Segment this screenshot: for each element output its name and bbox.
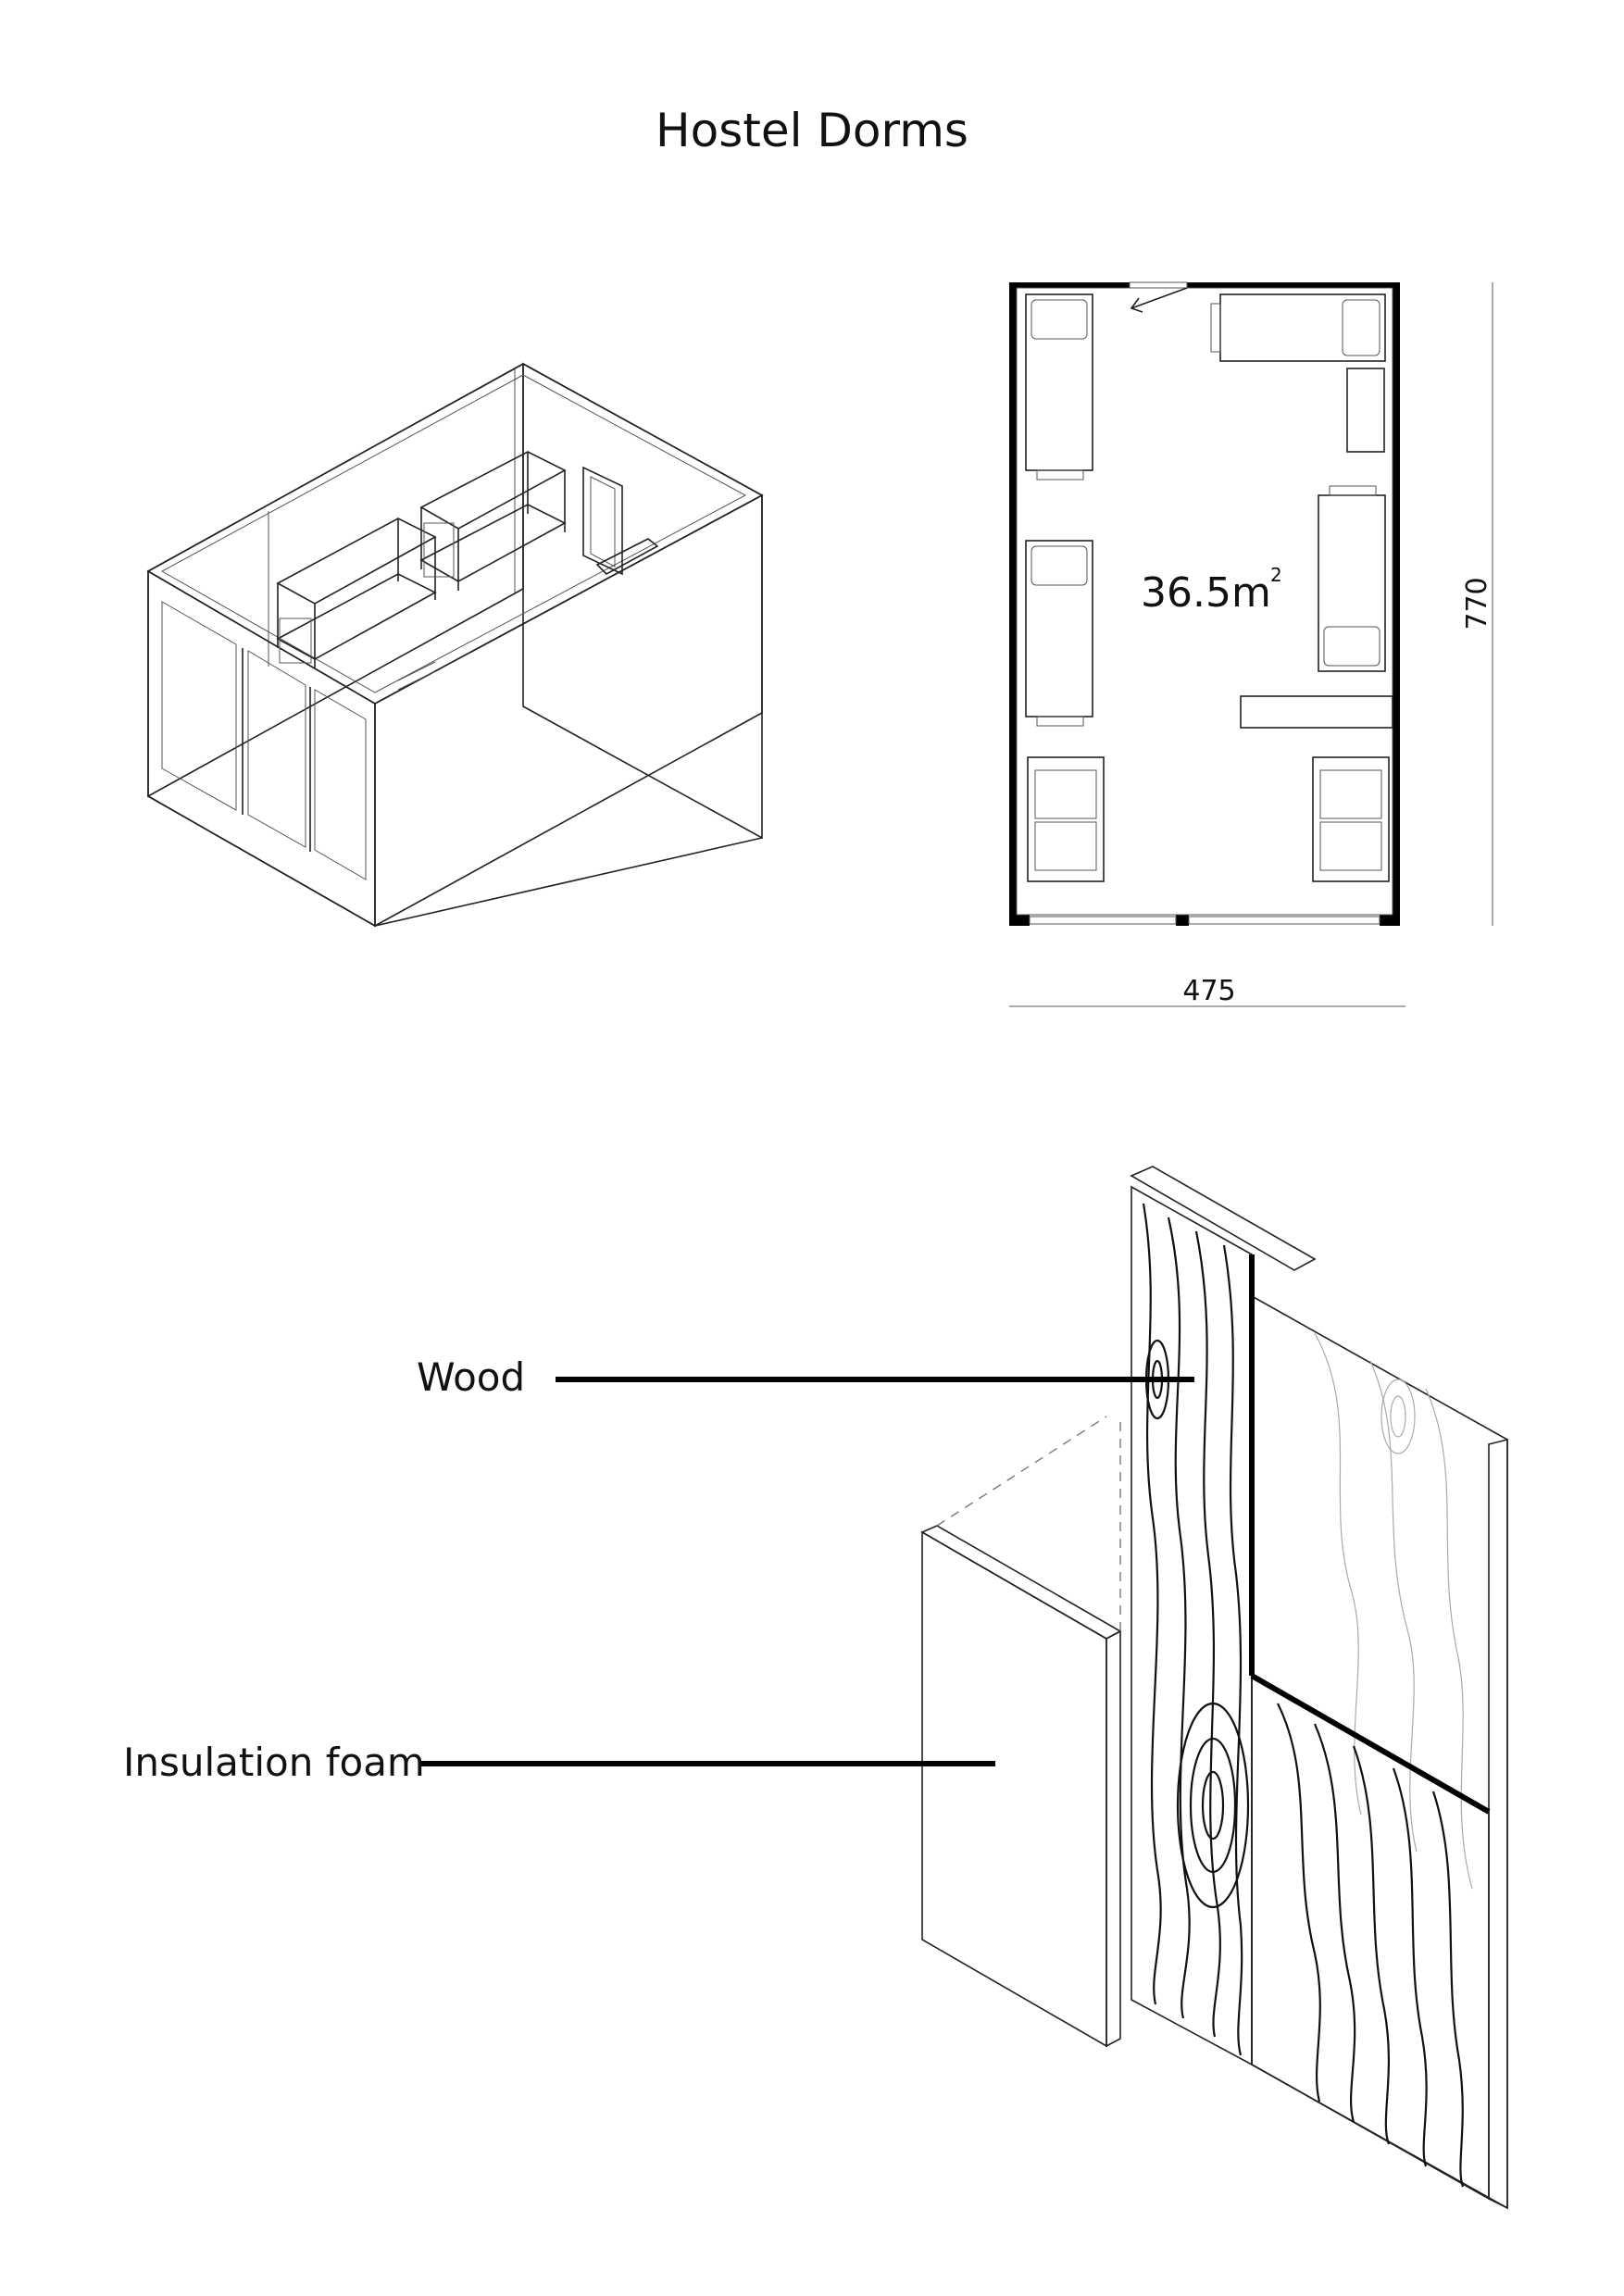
plan-wall-right bbox=[1393, 282, 1400, 926]
plan-desk bbox=[1240, 695, 1393, 729]
panel-core-strip bbox=[1130, 1166, 1317, 1271]
plan-bed-3 bbox=[1025, 540, 1093, 727]
iso-back-wall-left bbox=[147, 362, 524, 798]
plan-area-label: 36.5m bbox=[1141, 569, 1271, 617]
plan-chair-right bbox=[1312, 756, 1390, 882]
plan-bed-4 bbox=[1318, 485, 1386, 672]
plan-width-label: 475 bbox=[1182, 975, 1235, 1007]
floor-plan: 36.5m 2 770 475 bbox=[1009, 281, 1493, 1007]
insulation-foam-block bbox=[921, 1530, 1107, 2048]
wall-detail bbox=[920, 1166, 1508, 2210]
plan-height-label: 770 bbox=[1461, 577, 1493, 630]
wood-label: Wood bbox=[417, 1354, 525, 1400]
plan-door bbox=[1129, 281, 1188, 289]
insulation-foam-label: Insulation foam bbox=[123, 1740, 425, 1785]
iso-back-wall-right bbox=[522, 362, 763, 840]
plan-bed-1 bbox=[1025, 293, 1093, 480]
iso-door bbox=[582, 466, 623, 576]
plan-window-left bbox=[1029, 916, 1177, 925]
plan-wall-left bbox=[1009, 282, 1017, 926]
plan-chair-left bbox=[1027, 756, 1105, 882]
page-title: Hostel Dorms bbox=[656, 104, 968, 157]
plan-area-exponent: 2 bbox=[1270, 564, 1282, 586]
iso-front-wall bbox=[147, 569, 376, 928]
plan-window-right bbox=[1188, 916, 1380, 925]
plan-wardrobe bbox=[1346, 368, 1385, 453]
iso-bunk-bed-2 bbox=[419, 451, 567, 591]
isometric-room-view bbox=[146, 362, 764, 928]
iso-right-wall bbox=[374, 493, 763, 928]
iso-bunk-bed-1 bbox=[276, 518, 437, 668]
iso-bed-small bbox=[595, 538, 659, 575]
iso-top-rim bbox=[146, 363, 764, 705]
plan-bed-2 bbox=[1210, 293, 1386, 362]
